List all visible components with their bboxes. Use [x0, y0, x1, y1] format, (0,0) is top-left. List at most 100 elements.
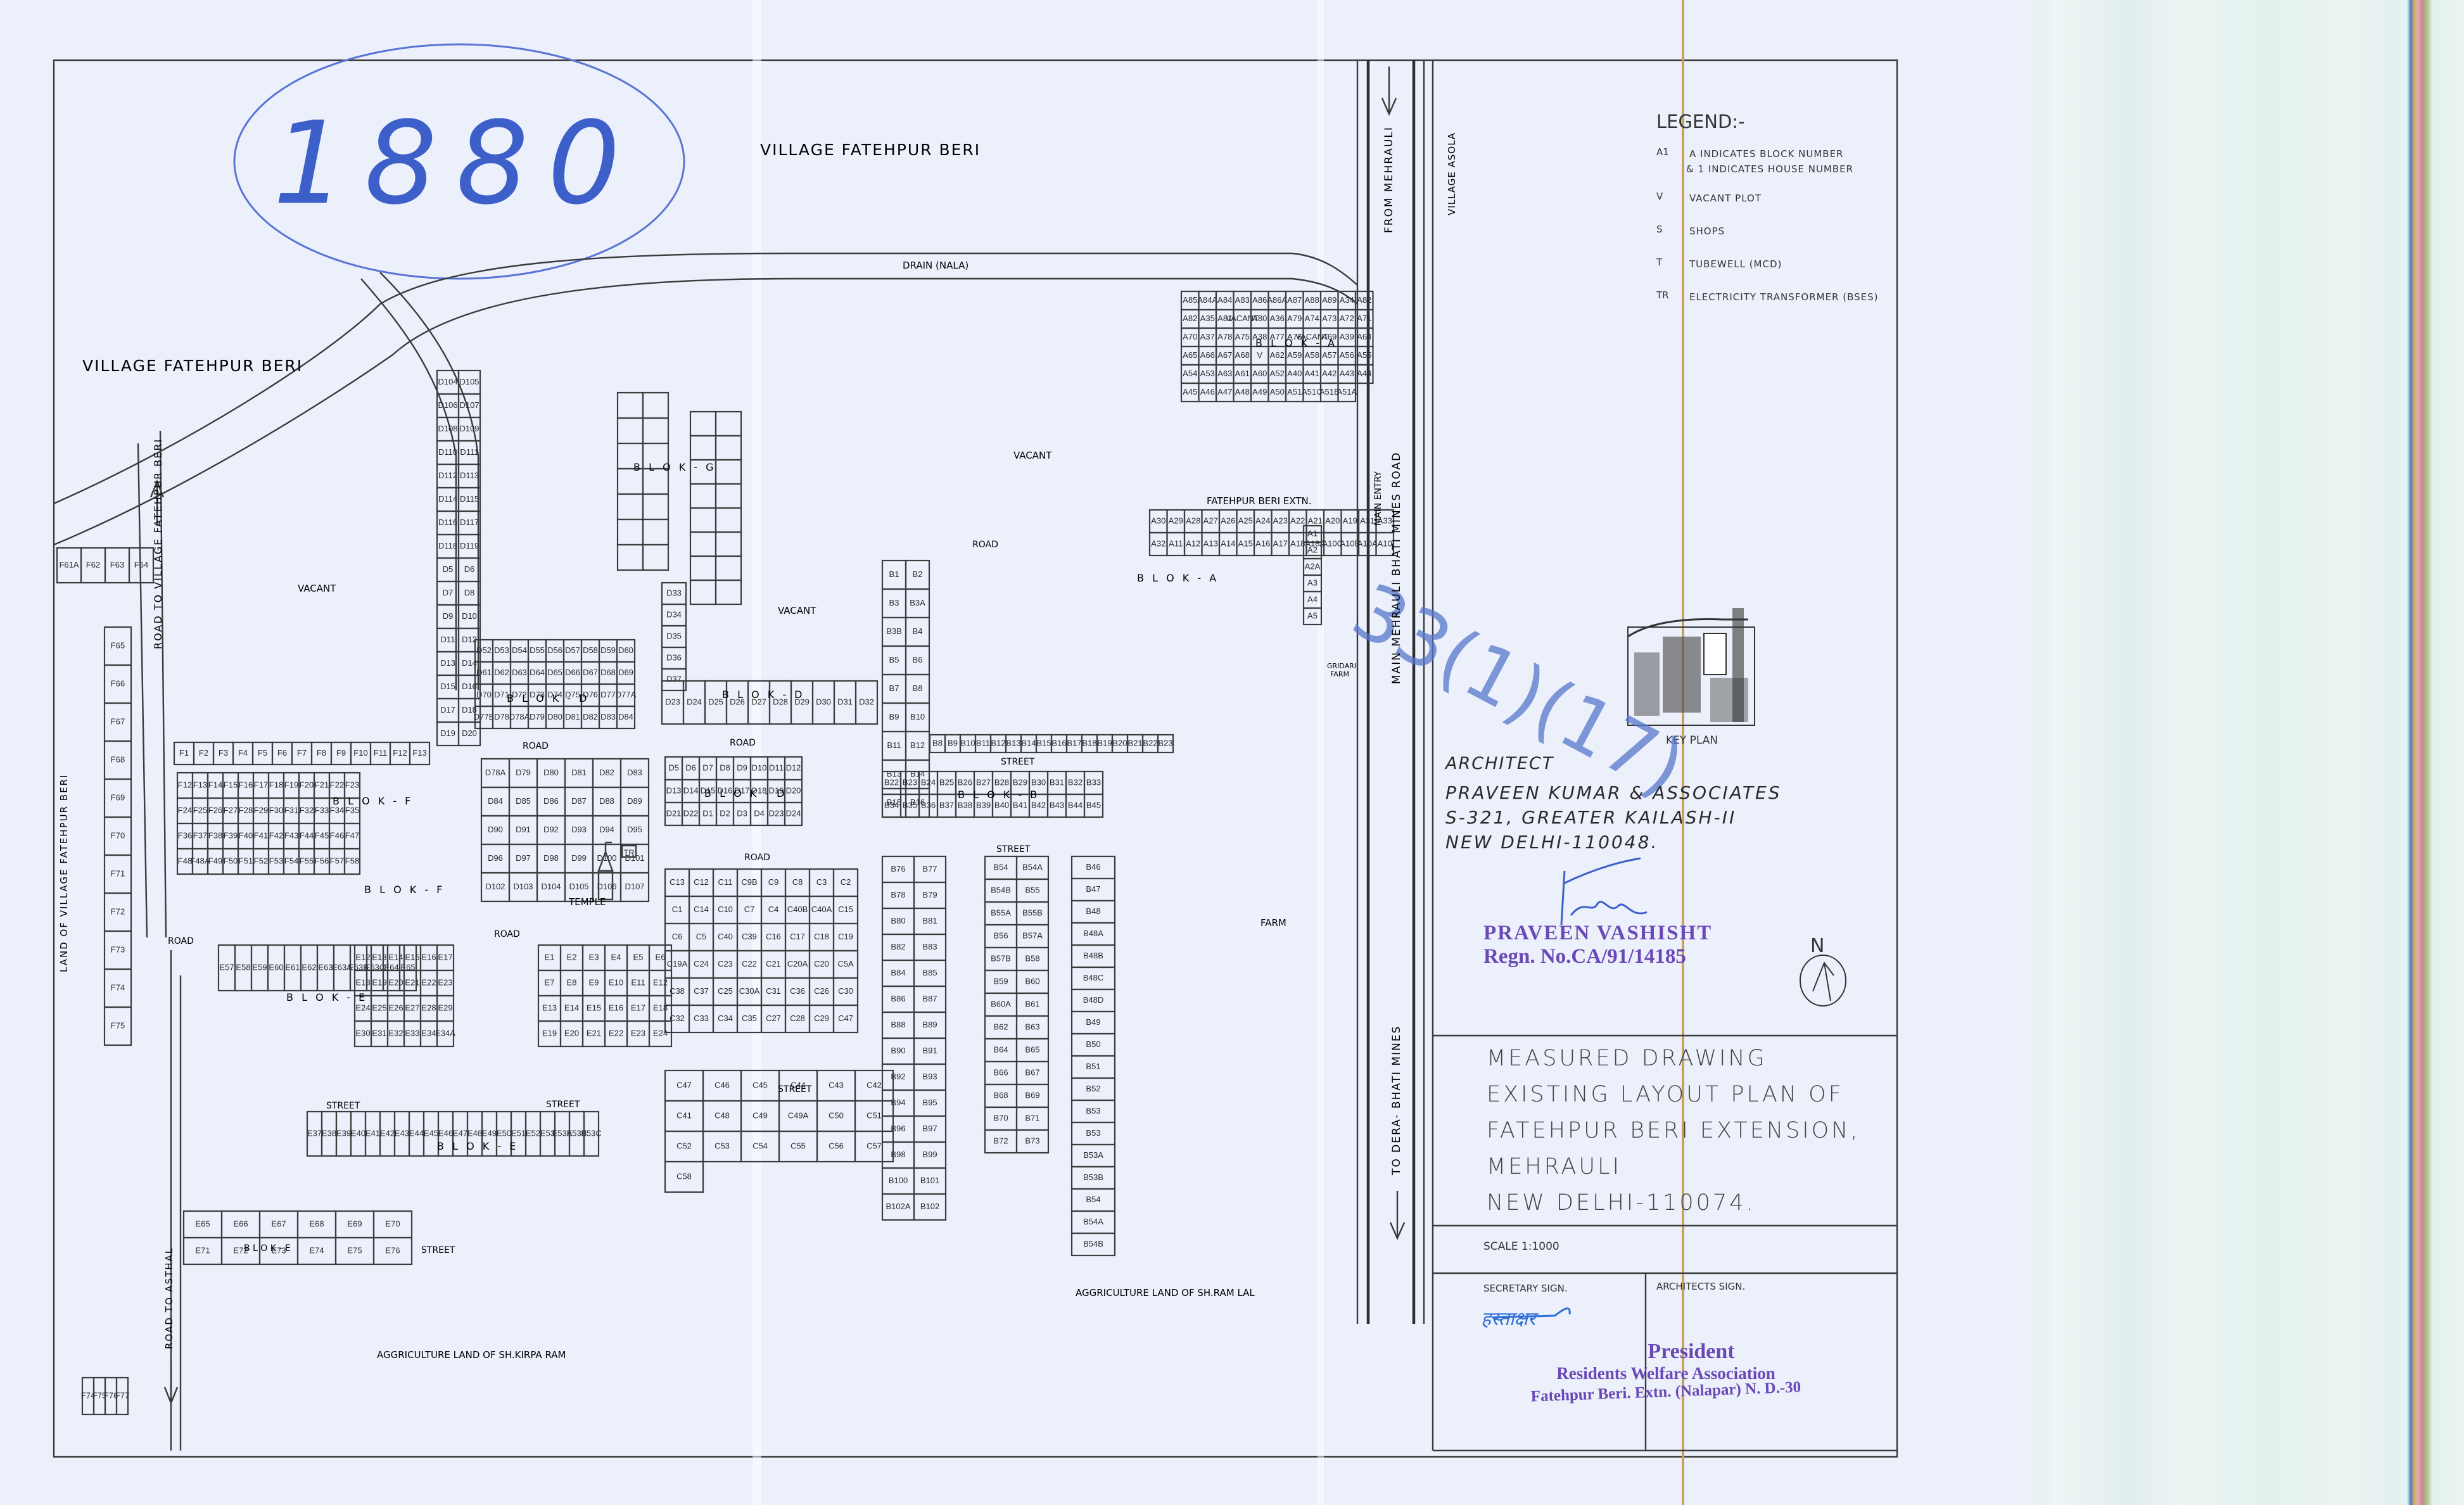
road-to-village-arrow-icon — [149, 479, 165, 526]
plot: E17 — [436, 944, 455, 972]
plot: E34A — [435, 1020, 455, 1048]
plot: E74 — [296, 1236, 337, 1266]
plot-label: C52 — [676, 1141, 692, 1150]
plot-label: C6 — [672, 932, 683, 941]
plot-label: B5 — [889, 655, 899, 664]
rwa-stamp: President Residents Welfare Association … — [1489, 1340, 1843, 1405]
plot: E29 — [436, 994, 455, 1022]
plot-label: B52 — [1086, 1084, 1100, 1093]
plot: B48B — [1070, 944, 1116, 968]
plot-label: A13 — [1203, 538, 1218, 548]
plot-label: E72 — [233, 1245, 248, 1255]
plot: C19 — [832, 922, 859, 952]
plot-label: B10 — [960, 738, 975, 747]
plot-label: A73 — [1322, 314, 1337, 323]
plot-boundary — [714, 483, 742, 509]
plot — [714, 410, 742, 437]
plot-label: E30 — [355, 1028, 370, 1038]
plot-label: A49 — [1252, 387, 1267, 397]
label-temple: TEMPLE — [569, 896, 606, 908]
plot-label: B86 — [891, 994, 905, 1003]
plot: B77 — [913, 855, 947, 884]
plot-label: A32 — [1151, 538, 1165, 548]
plot: B32 — [1065, 770, 1086, 796]
plot: E8 — [559, 969, 584, 997]
plot-label: A18 — [1290, 538, 1305, 548]
plot-label: D62 — [494, 668, 509, 677]
plot: A50 — [1267, 382, 1287, 403]
plot: D23 — [766, 801, 786, 827]
plot: D100 — [592, 843, 622, 874]
plot: E44 — [408, 1110, 425, 1157]
plot-label: B96 — [891, 1124, 905, 1133]
plot: C43 — [816, 1069, 856, 1102]
plot: A51 — [1285, 382, 1304, 403]
plot: C23 — [712, 949, 739, 979]
plot-label: D66 — [565, 668, 580, 677]
plot-label: C9 — [768, 877, 779, 887]
plot-label: A20 — [1325, 516, 1340, 525]
north-label: N — [1810, 935, 1824, 957]
plot-boundary — [583, 1110, 600, 1157]
plot-boundary — [689, 410, 717, 437]
plot: E52 — [524, 1110, 542, 1157]
plot: D82 — [592, 758, 622, 789]
plot-label: A5 — [1307, 611, 1318, 620]
plot: A25 — [1236, 509, 1255, 534]
plot-label: E13 — [542, 1003, 557, 1012]
plot: B76 — [881, 855, 915, 884]
temple-icon — [597, 841, 614, 901]
plot-label: A65 — [1183, 350, 1197, 360]
plot: B12 — [905, 730, 930, 761]
plot-label: F40 — [239, 830, 253, 840]
plot-label: C8 — [792, 877, 803, 887]
plot-label: B7 — [889, 683, 899, 693]
architect-block: ARCHITECT PRAVEEN KUMAR & ASSOCIATES S-3… — [1445, 754, 1781, 853]
label-blok-f: B L O K - F — [333, 795, 414, 807]
architect-heading: ARCHITECT — [1445, 754, 1554, 773]
plot: B33 — [1083, 770, 1104, 796]
plot: A61 — [1233, 364, 1252, 384]
plot-label: A10B — [1340, 538, 1360, 548]
plot-label: B60A — [991, 999, 1011, 1008]
plot-label: C4 — [768, 905, 779, 914]
plot-label: C20A — [787, 959, 808, 968]
plot-label: A38 — [1252, 332, 1267, 341]
plot: B3B — [881, 616, 907, 647]
plot: D78 — [492, 705, 512, 730]
plot: E5 — [626, 944, 651, 972]
plot-label: C17 — [790, 932, 805, 941]
plot: F45 — [313, 822, 331, 850]
plot: F44 — [298, 822, 315, 850]
plot-label: D19 — [440, 728, 455, 738]
plot: B53 — [1070, 1121, 1116, 1146]
plot-label: B100 — [889, 1176, 908, 1185]
plot: B55 — [1015, 878, 1050, 903]
plot: A78 — [1215, 327, 1235, 348]
plot-label: B8 — [913, 683, 923, 693]
plot: D23 — [661, 680, 685, 725]
plot-label: E15 — [405, 952, 419, 962]
plot: D78A — [509, 705, 530, 730]
plot: A44 — [1354, 364, 1374, 384]
plot: E20 — [559, 1020, 584, 1048]
plot-boundary — [616, 705, 636, 730]
plot-label: F75 — [92, 1390, 106, 1400]
legend-text: ELECTRICITY TRANSFORMER (BSES) — [1689, 291, 1879, 303]
plot: F13 — [409, 741, 431, 766]
plot-label: F51 — [239, 856, 253, 865]
plot: A43 — [1337, 364, 1357, 384]
plot: D6 — [457, 557, 481, 583]
plot: B54B — [1070, 1232, 1116, 1257]
plot-label: E45 — [424, 1128, 438, 1138]
plot-label: E41 — [365, 1128, 380, 1138]
plot: A83 — [1233, 290, 1252, 311]
plot: B3A — [905, 588, 930, 619]
plot-boundary — [616, 417, 644, 445]
plot-label: C30 — [838, 986, 853, 996]
key-plan-drawing — [1627, 608, 1755, 726]
plot-label: B101 — [920, 1176, 939, 1185]
plot-label: B22 — [884, 777, 899, 787]
